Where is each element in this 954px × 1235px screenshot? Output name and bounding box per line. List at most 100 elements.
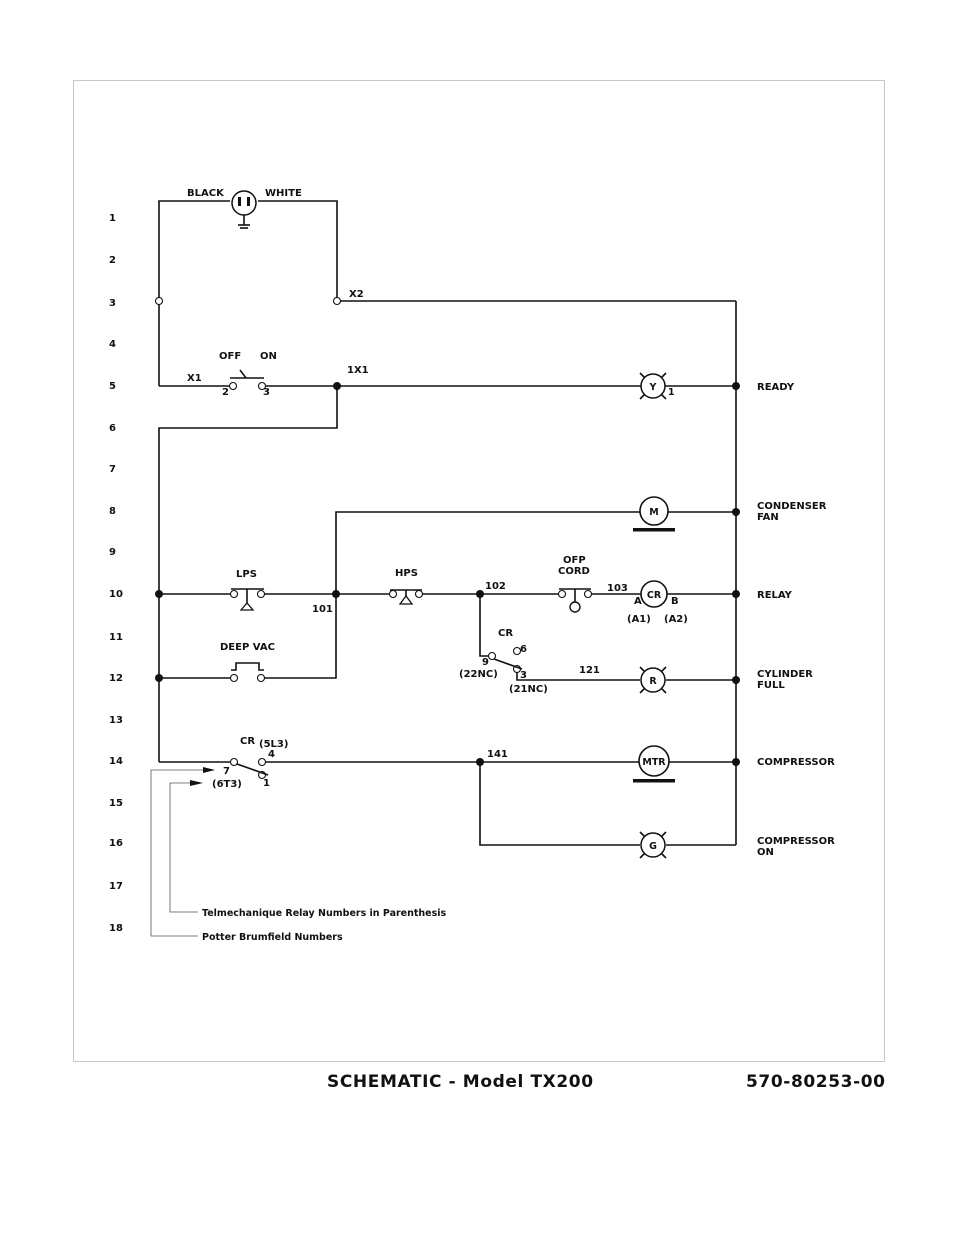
part-number: 570-80253-00: [746, 1072, 886, 1092]
line-number-4: 4: [109, 339, 116, 350]
cr-main-t4: 4: [268, 749, 275, 760]
line-number-12: 12: [109, 673, 123, 684]
terminal-x2: [332, 296, 342, 306]
wire-label-101: 101: [312, 604, 333, 615]
drawing-frame: [73, 80, 885, 1062]
cr-contact-t6: 6: [520, 644, 527, 655]
cr-coil-a1: (A1): [627, 614, 651, 625]
note-potter: Potter Brumfield Numbers: [202, 932, 343, 943]
ofp-label-2: CORD: [558, 566, 590, 577]
lps-label: LPS: [236, 569, 257, 580]
motor-m-label: M: [649, 507, 658, 518]
line-number-8: 8: [109, 506, 116, 517]
cr-contact-t3: 3: [520, 670, 527, 681]
line-number-3: 3: [109, 298, 116, 309]
lamp-r-label: R: [649, 676, 657, 687]
line-number-17: 17: [109, 881, 123, 892]
output-relay: RELAY: [757, 590, 793, 601]
lamp-g-label: G: [649, 841, 657, 852]
cr-contact-branch: [479, 594, 736, 681]
deep-vac-label: DEEP VAC: [220, 642, 275, 653]
junction-rail-12: [155, 674, 163, 682]
plug-white-label: WHITE: [265, 188, 302, 199]
compressor-motor-icon: [633, 745, 675, 783]
cr-coil-icon: [640, 580, 668, 608]
ofp-switch-icon: [557, 588, 593, 613]
output-compressor-on-1: COMPRESSOR: [757, 836, 835, 847]
compressor-on-lamp-icon: [639, 831, 667, 859]
cr-contact-22nc: (22NC): [459, 669, 498, 680]
note-leaders: [150, 767, 215, 937]
junction-ready: [732, 382, 740, 390]
line-number-5: 5: [109, 381, 116, 392]
switch-term-3: 3: [263, 387, 270, 398]
line-number-16: 16: [109, 838, 123, 849]
cr-coil-b: B: [671, 596, 679, 607]
drawing-title: SCHEMATIC - Model TX200: [327, 1072, 594, 1092]
wire-label-102: 102: [485, 581, 506, 592]
condenser-branch: [335, 511, 736, 594]
switch-on-label: ON: [260, 351, 277, 362]
line-number-11: 11: [109, 632, 123, 643]
line-numbers: 1 2 3 4 5 6 7 8 9 10 11 12 13 14 15 16 1…: [109, 213, 123, 934]
cr-contact-label: CR: [498, 628, 513, 639]
lamp-y-label: Y: [649, 382, 657, 393]
hps-label: HPS: [395, 568, 418, 579]
ofp-label-1: OFP: [563, 555, 586, 566]
junction-cylinder: [732, 676, 740, 684]
wire-label-x2: X2: [349, 289, 364, 300]
cr-coil-a2: (A2): [664, 614, 688, 625]
motor-mtr-label: MTR: [642, 757, 666, 768]
plug-black-label: BLACK: [187, 188, 225, 199]
output-cylinder-2: FULL: [757, 680, 785, 691]
power-feed: [158, 200, 737, 845]
condenser-motor-icon: [633, 496, 675, 532]
line-number-7: 7: [109, 464, 116, 475]
deep-vac-line: [159, 594, 337, 683]
cr-main-label: CR: [240, 736, 255, 747]
wire-label-103: 103: [607, 583, 628, 594]
output-compressor: COMPRESSOR: [757, 757, 835, 768]
cr-main-t7: 7: [223, 766, 230, 777]
switch-off-label: OFF: [219, 351, 241, 362]
wire-label-141: 141: [487, 749, 508, 760]
terminal-x1: [154, 296, 164, 306]
line-number-6: 6: [109, 423, 116, 434]
lamp-y-terminal: 1: [668, 387, 675, 398]
ready-lamp-icon: [639, 372, 667, 400]
line-number-2: 2: [109, 255, 116, 266]
hps-switch-icon: [388, 589, 424, 605]
line-number-15: 15: [109, 798, 123, 809]
cr-main-6t3: (6T3): [212, 779, 242, 790]
line-number-1: 1: [109, 213, 116, 224]
line-number-13: 13: [109, 715, 123, 726]
junction-rail-10: [155, 590, 163, 598]
line-number-9: 9: [109, 547, 116, 558]
line-number-18: 18: [109, 923, 123, 934]
cr-main-t1: 1: [263, 778, 270, 789]
cr-coil-label: CR: [647, 590, 662, 601]
wire-label-x1: X1: [187, 373, 202, 384]
output-condenser-2: FAN: [757, 512, 779, 523]
cr-contact-t9: 9: [482, 657, 489, 668]
lps-switch-icon: [229, 588, 266, 611]
junction-relay: [732, 590, 740, 598]
junction-compressor: [732, 758, 740, 766]
output-condenser-1: CONDENSER: [757, 501, 827, 512]
plug-icon: [231, 190, 257, 229]
cylinder-lamp-icon: [639, 666, 667, 694]
wire-label-1x1: 1X1: [347, 365, 369, 376]
wire-label-121: 121: [579, 665, 600, 676]
switch-term-2: 2: [222, 387, 229, 398]
output-cylinder-1: CYLINDER: [757, 669, 813, 680]
line-number-14: 14: [109, 756, 123, 767]
output-compressor-on-2: ON: [757, 847, 774, 858]
output-ready: READY: [757, 382, 795, 393]
cr-main-5l3: (5L3): [259, 739, 288, 750]
note-telemecanique: Telmechanique Relay Numbers in Parenthes…: [202, 908, 447, 919]
junction-condenser: [732, 508, 740, 516]
line-number-10: 10: [109, 589, 123, 600]
cr-contact-21nc: (21NC): [509, 684, 548, 695]
